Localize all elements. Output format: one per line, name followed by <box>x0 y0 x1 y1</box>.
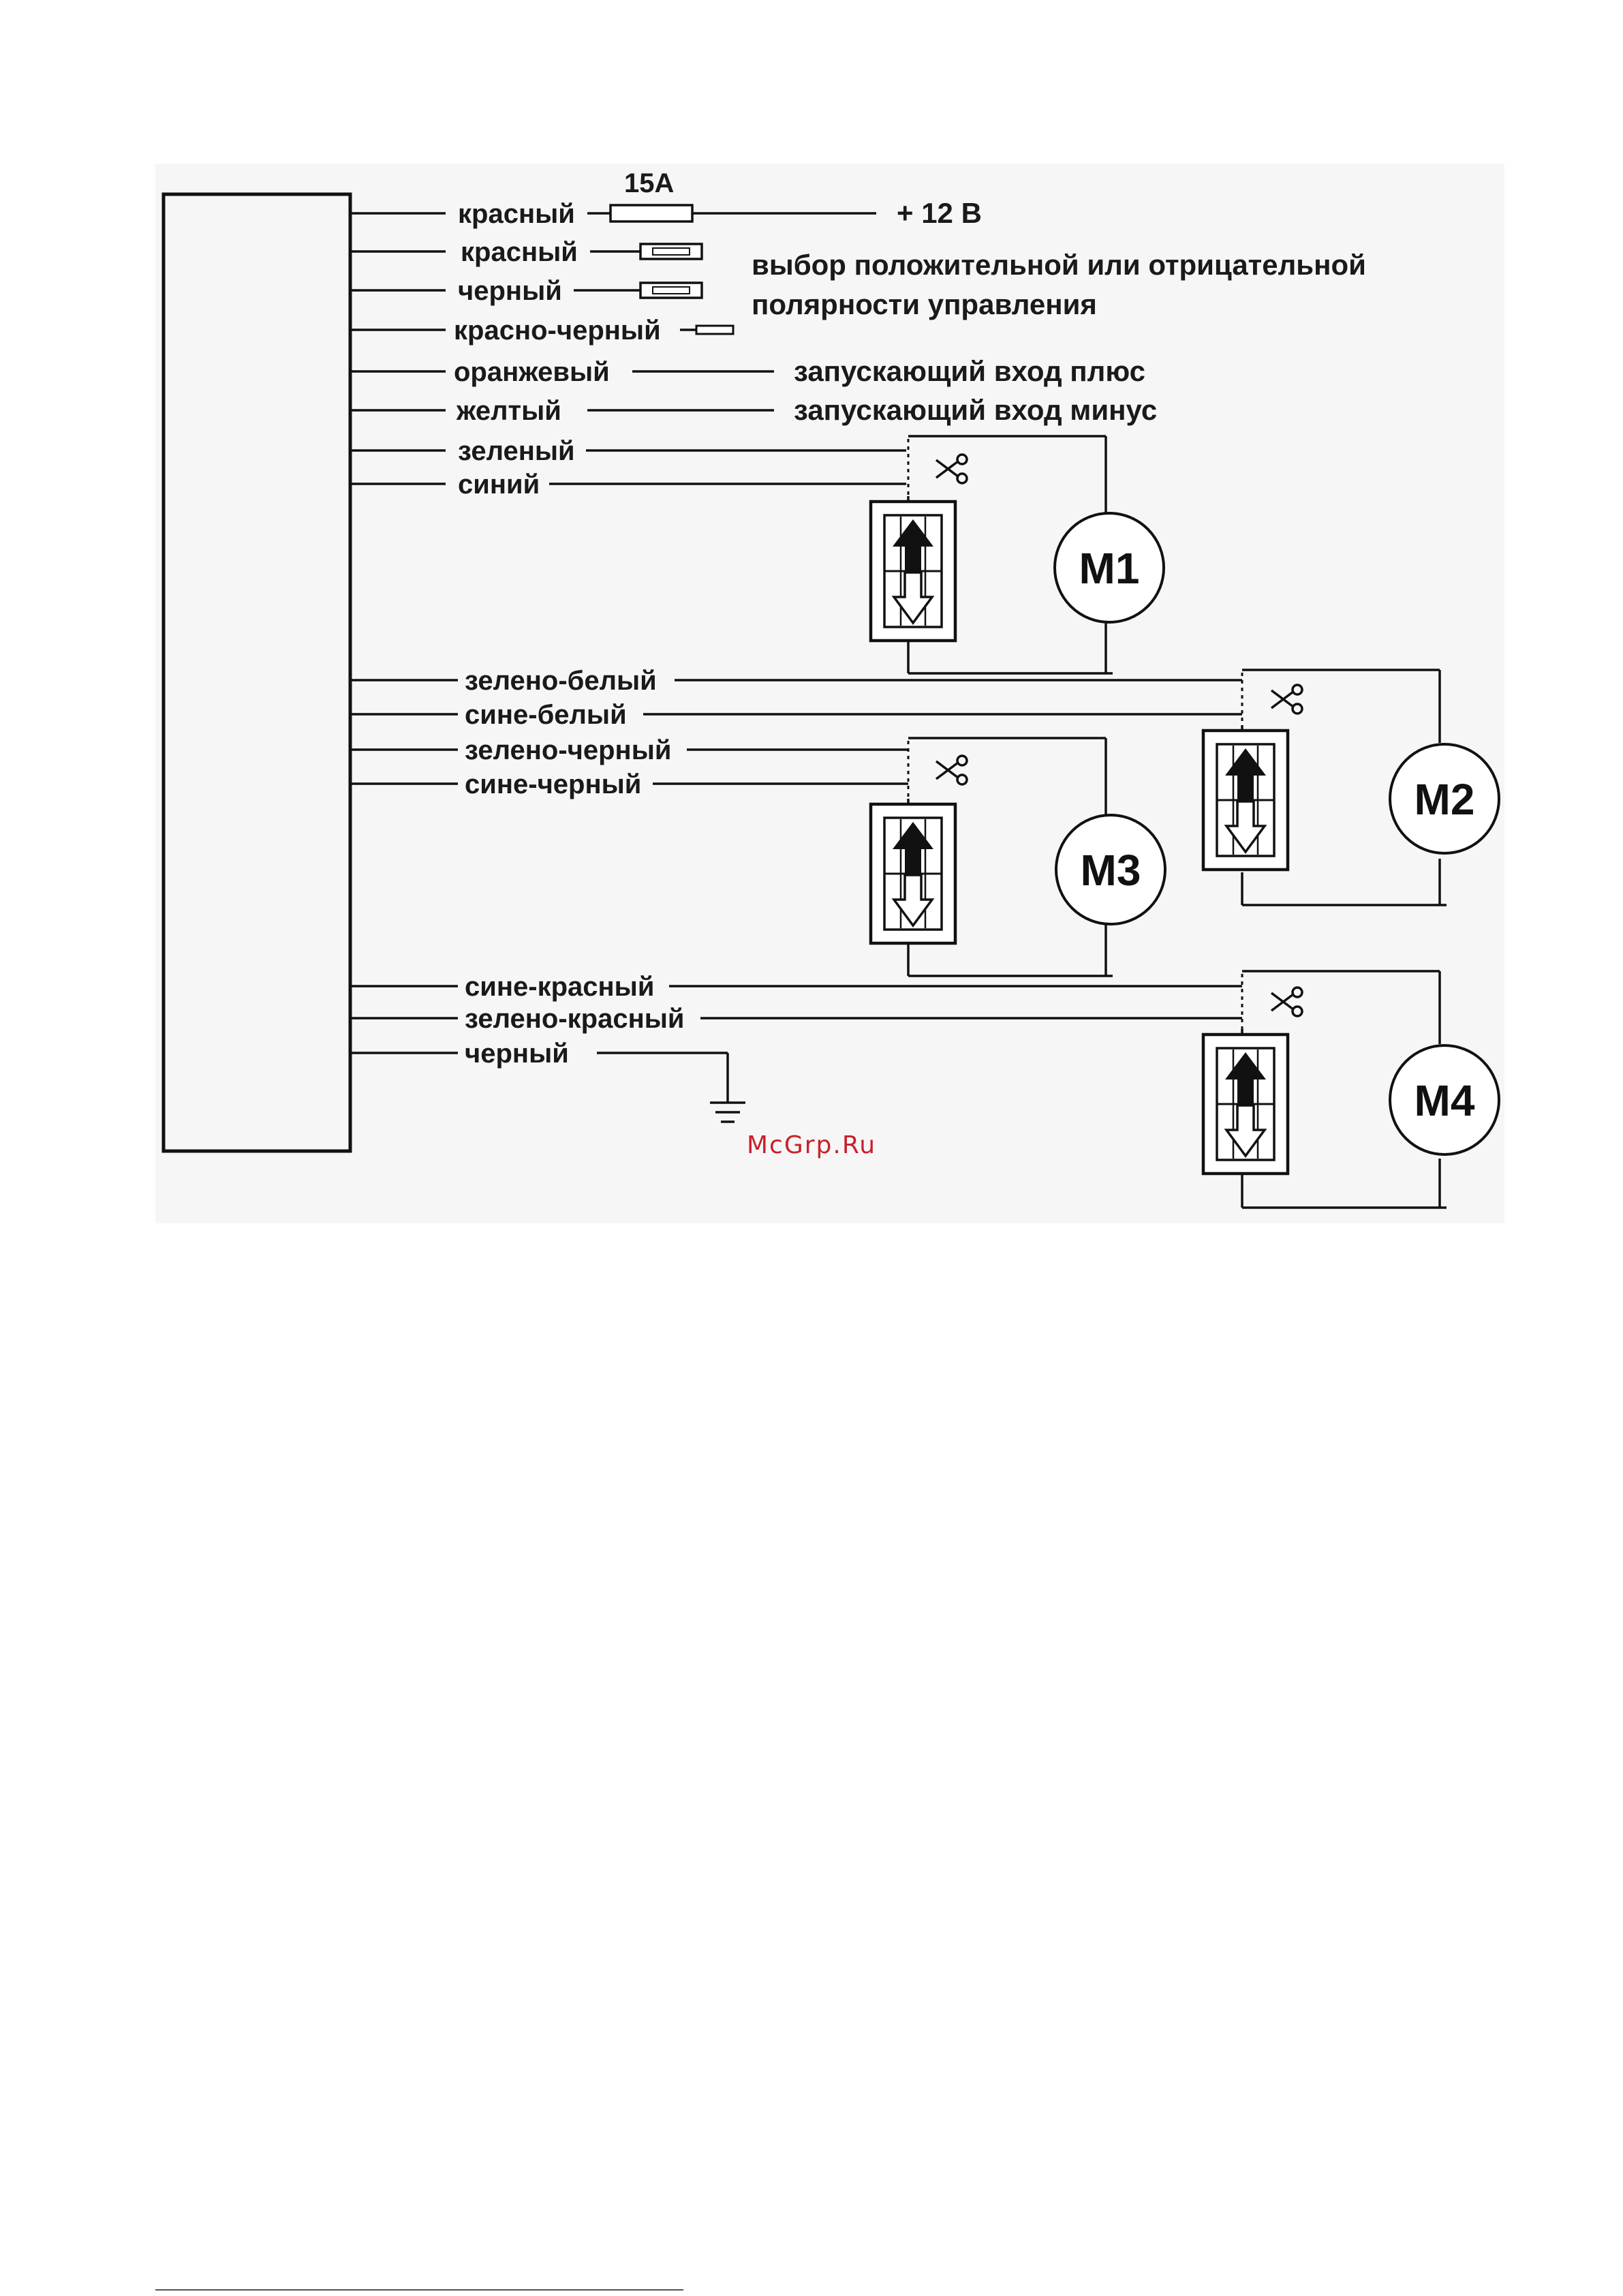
wire-label-red-select: красный <box>461 237 578 267</box>
wire-label-blue-black: сине-черный <box>465 769 641 799</box>
wire-label-orange: оранжевый <box>454 357 610 387</box>
supply-voltage: + 12 В <box>897 197 982 229</box>
diagram-background <box>155 164 1504 1223</box>
wire-label-black-ground: черный <box>465 1039 569 1069</box>
polarity-note-line-1: выбор положительной или отрицательной <box>752 249 1366 281</box>
up-down-arrow-switch-icon <box>871 502 955 641</box>
wire-label-green-white: зелено-белый <box>465 666 657 696</box>
wire-label-red-black: красно-черный <box>454 316 661 346</box>
wire-label-blue-red: сине-красный <box>465 972 654 1002</box>
wire-label-green-black: зелено-черный <box>465 735 671 765</box>
wire-label-blue: синий <box>458 470 540 500</box>
wire-label-red-power: красный <box>458 199 575 229</box>
trigger-plus-label: запускающий вход плюс <box>794 355 1145 387</box>
up-down-arrow-switch-icon <box>871 804 955 943</box>
wire-label-blue-white: сине-белый <box>465 700 627 730</box>
wire-label-green-red: зелено-красный <box>465 1004 685 1034</box>
motor-m2-label: M2 <box>1415 775 1475 824</box>
wire-label-black-select: черный <box>458 276 562 306</box>
fuse-rating: 15A <box>624 168 674 198</box>
wire-label-green: зеленый <box>458 436 575 466</box>
motor-m4-label: M4 <box>1415 1076 1475 1125</box>
wire-label-yellow: желтый <box>456 396 561 426</box>
polarity-note-line-2: полярности управления <box>752 288 1097 320</box>
motor-m3-label: M3 <box>1081 846 1141 895</box>
trigger-minus-label: запускающий вход минус <box>794 394 1157 426</box>
up-down-arrow-switch-icon <box>1203 1035 1288 1174</box>
up-down-arrow-switch-icon <box>1203 731 1288 870</box>
fuse-icon <box>610 205 692 221</box>
motor-m1-label: M1 <box>1079 544 1140 593</box>
watermark: McGrp.Ru <box>747 1131 876 1159</box>
